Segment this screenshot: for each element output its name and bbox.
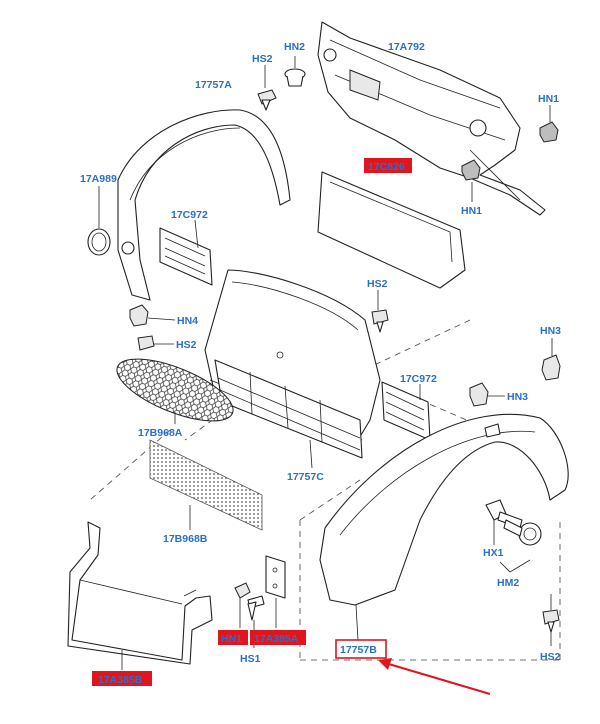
label-17a385a: 17A385A (254, 633, 299, 645)
part-hm2-bolt (499, 519, 542, 573)
label-hs2-top: HS2 (252, 53, 273, 65)
highlight-box-17757b (335, 639, 387, 659)
part-hn1-clip-right (539, 105, 559, 143)
label-17a792: 17A792 (388, 41, 425, 53)
highlight-hn1-bottom (218, 630, 248, 645)
label-17757b: 17757B (340, 644, 377, 656)
part-17a385a-bracket (265, 555, 286, 628)
highlight-17a385a (250, 630, 306, 645)
label-hn2: HN2 (284, 41, 305, 53)
part-hn1-clip-bottom (234, 582, 251, 628)
part-17c972-bracket-left (159, 219, 213, 286)
part-hn3-clip-top (541, 338, 561, 381)
part-17a989-seal (87, 186, 111, 256)
label-hm2: HM2 (497, 577, 519, 589)
callout-labels: 17757A HS2 HN2 17A792 HN1 HN1 17C826 17A… (80, 41, 561, 686)
part-17c972-bracket-right (381, 381, 431, 441)
part-17c826-bracket (317, 171, 466, 289)
part-hn1-clip-mid (461, 159, 481, 202)
part-17757c-grille (204, 269, 381, 469)
highlight-17c826 (364, 158, 412, 173)
label-hs2-left: HS2 (176, 339, 197, 351)
label-hs1: HS1 (240, 653, 261, 665)
label-17a989: 17A989 (80, 173, 117, 185)
label-17a385b: 17A385B (98, 674, 143, 686)
part-17757b-bumper-end (319, 413, 569, 641)
label-hn1-right: HN1 (538, 93, 559, 105)
label-17757a: 17757A (195, 79, 232, 91)
part-hx1-pushpin (485, 499, 523, 545)
part-17a385b-lower-bracket (67, 521, 213, 670)
part-hn4-clip (129, 304, 176, 327)
label-17b968b: 17B968B (163, 533, 208, 545)
part-17757a-wheel-arch-left (117, 109, 291, 301)
part-hn2-nut (284, 56, 306, 87)
part-hs2-screw-bottom (542, 594, 560, 646)
part-hs2-screw-top (257, 65, 277, 111)
label-hn3-top: HN3 (540, 325, 561, 337)
label-17b968a: 17B968A (138, 427, 183, 439)
label-hs2-bottom: HS2 (540, 651, 561, 663)
part-17b968b-mesh (149, 439, 263, 531)
red-pointer-arrow (378, 658, 491, 696)
label-17c972-left: 17C972 (171, 209, 208, 221)
part-hn3-clip-mid (469, 382, 505, 407)
highlight-17a385b (92, 671, 152, 686)
label-hs2-center: HS2 (367, 278, 388, 290)
label-hn1-bottom: HN1 (221, 633, 242, 645)
part-17a792-crossmember (317, 21, 546, 216)
label-hx1: HX1 (483, 547, 504, 559)
part-hs2-screw-left (137, 335, 174, 351)
label-17c826: 17C826 (368, 161, 405, 173)
label-hn3-mid: HN3 (507, 391, 528, 403)
label-17757c: 17757C (287, 471, 324, 483)
part-17b968a-insert (116, 358, 234, 424)
label-hn4: HN4 (177, 315, 198, 327)
label-17c972-right: 17C972 (400, 373, 437, 385)
label-hn1-mid: HN1 (461, 205, 482, 217)
part-hs2-screw-center (371, 290, 389, 333)
